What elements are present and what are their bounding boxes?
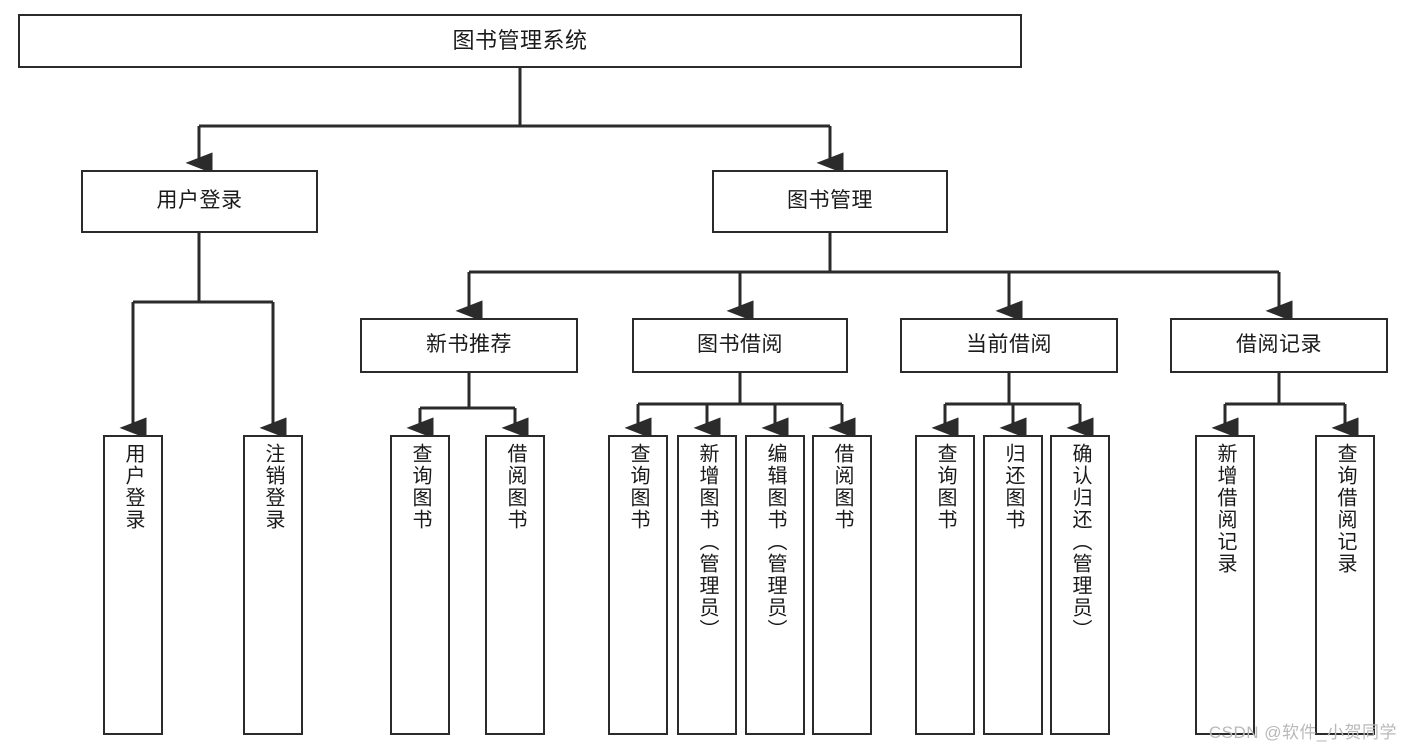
leaf-borrow-lend-book[interactable]: 借阅图书 [812,435,872,735]
node-current-borrow-label: 当前借阅 [966,333,1052,357]
node-current-borrow[interactable]: 当前借阅 [900,318,1118,373]
node-root-system[interactable]: 图书管理系统 [18,14,1022,68]
leaf-user-login-signout[interactable]: 注销登录 [243,435,303,735]
leaf-borrow-edit-book[interactable]: 编辑图书（管理员） [745,435,805,735]
csdn-watermark: CSDN @软件_小贺同学 [1208,723,1397,742]
leaf-current-query-book[interactable]: 查询图书 [915,435,975,735]
leaf-user-login-signin[interactable]: 用户登录 [103,435,163,735]
node-user-login-label: 用户登录 [156,189,243,213]
leaf-new-book-query[interactable]: 查询图书 [390,435,450,735]
leaf-borrow-add-book[interactable]: 新增图书（管理员） [677,435,737,735]
node-book-management-label: 图书管理 [787,189,873,213]
leaf-user-login-signout-label: 注销登录 [262,443,284,531]
leaf-borrow-edit-book-label: 编辑图书（管理员） [764,443,786,641]
leaf-record-add-label: 新增借阅记录 [1214,443,1236,575]
leaf-new-book-borrow-label: 借阅图书 [504,443,526,531]
node-book-borrow[interactable]: 图书借阅 [632,318,848,373]
leaf-current-return-book[interactable]: 归还图书 [983,435,1043,735]
node-book-management[interactable]: 图书管理 [712,170,948,233]
leaf-current-return-book-label: 归还图书 [1002,443,1024,531]
leaf-borrow-query-book-label: 查询图书 [627,443,649,531]
leaf-new-book-borrow[interactable]: 借阅图书 [485,435,545,735]
node-root-system-label: 图书管理系统 [452,28,588,54]
leaf-borrow-lend-book-label: 借阅图书 [831,443,853,531]
leaf-current-confirm-return[interactable]: 确认归还（管理员） [1050,435,1110,735]
leaf-record-query-label: 查询借阅记录 [1334,443,1356,575]
leaf-borrow-add-book-label: 新增图书（管理员） [696,443,718,641]
node-new-book-recommend-label: 新书推荐 [426,333,512,357]
node-user-login[interactable]: 用户登录 [81,170,318,233]
node-new-book-recommend[interactable]: 新书推荐 [360,318,578,373]
node-borrow-record[interactable]: 借阅记录 [1170,318,1388,373]
node-book-borrow-label: 图书借阅 [697,333,783,357]
leaf-current-query-book-label: 查询图书 [934,443,956,531]
leaf-record-add[interactable]: 新增借阅记录 [1195,435,1255,735]
leaf-new-book-query-label: 查询图书 [409,443,431,531]
leaf-user-login-signin-label: 用户登录 [122,443,144,531]
leaf-borrow-query-book[interactable]: 查询图书 [608,435,668,735]
leaf-current-confirm-return-label: 确认归还（管理员） [1069,443,1091,641]
node-borrow-record-label: 借阅记录 [1236,333,1322,357]
leaf-record-query[interactable]: 查询借阅记录 [1315,435,1375,735]
